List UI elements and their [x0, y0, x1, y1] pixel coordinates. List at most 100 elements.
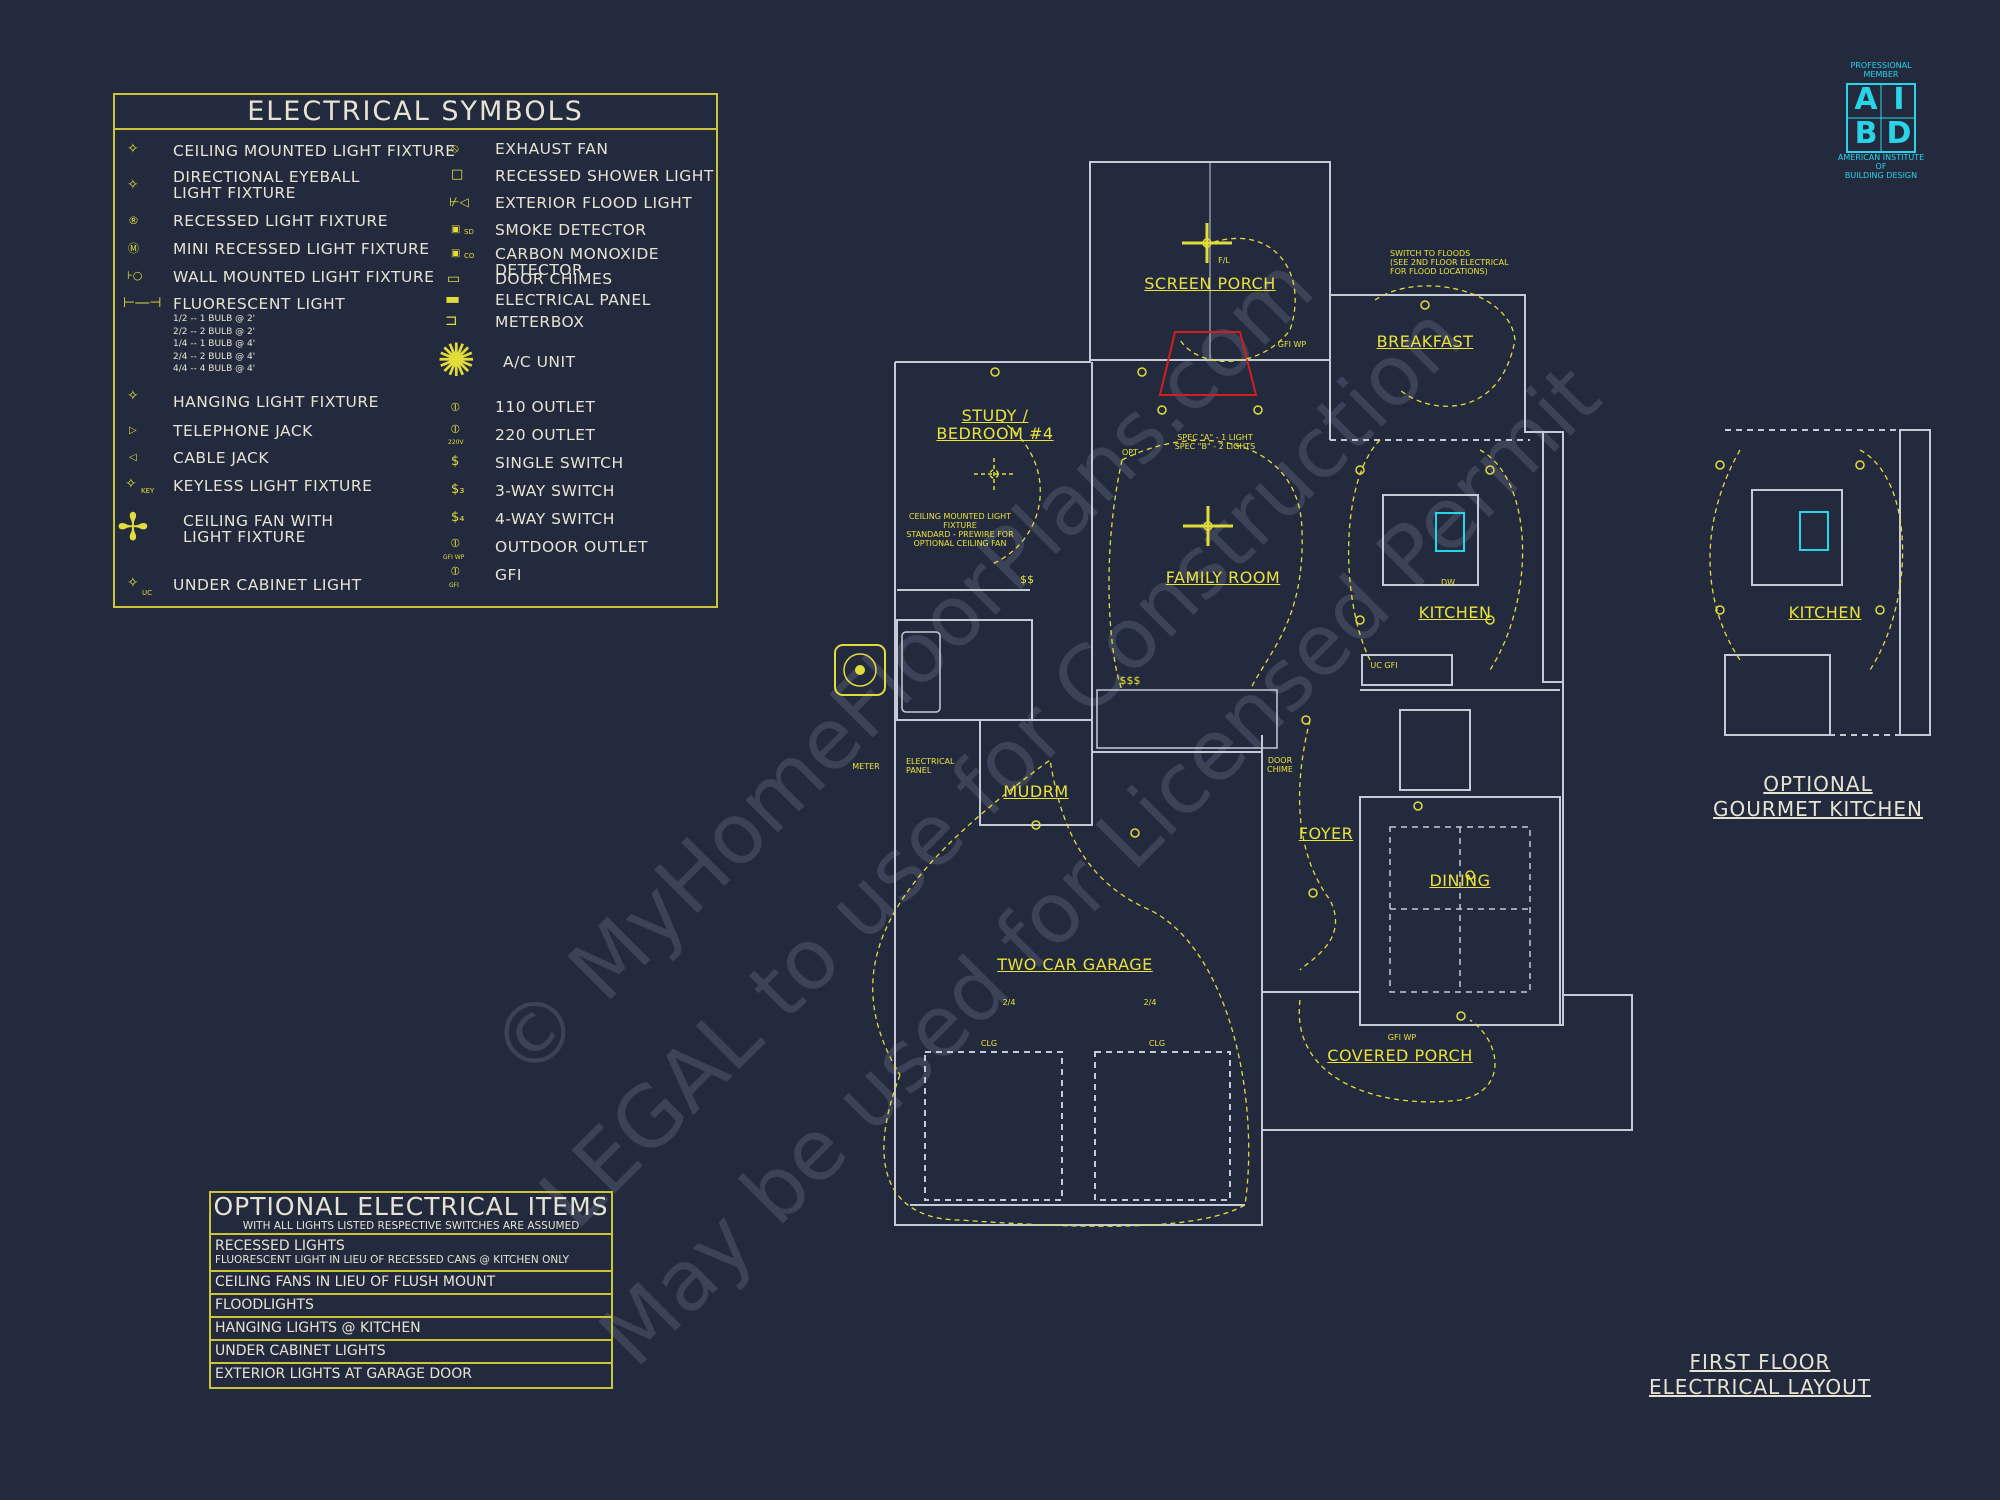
- smoke-sd-tag: SD: [464, 228, 474, 236]
- badge-letter-b: B: [1854, 116, 1878, 151]
- outlet-220-tag: 220V: [448, 439, 464, 446]
- under-cabinet-uc-tag: UC: [142, 589, 153, 597]
- ac-unit-icon: [834, 644, 886, 696]
- four-way-switch-icon: $₄: [451, 510, 465, 525]
- single-switch-icon: $: [451, 454, 460, 469]
- optional-item-label: CEILING FANS IN LIEU OF FLUSH MOUNT: [215, 1274, 496, 1290]
- wire-foyer: [1298, 719, 1337, 971]
- legend-label: 110 OUTLET: [495, 398, 596, 416]
- wall-counter-lower: [1361, 654, 1453, 686]
- light-fixture: [1253, 405, 1263, 415]
- light-fixture: [1355, 615, 1365, 625]
- optional-item-label: UNDER CABINET LIGHTS: [215, 1343, 386, 1359]
- room-label-gourmet-kitchen: KITCHEN: [1788, 603, 1862, 622]
- legend-label: OUTDOOR OUTLET: [495, 538, 648, 556]
- light-fixture: [1456, 1011, 1466, 1021]
- optional-items-subtitle: WITH ALL LIGHTS LISTED RESPECTIVE SWITCH…: [242, 1220, 580, 1232]
- wall-tub: [901, 631, 941, 713]
- outdoor-outlet-icon: ⦶: [451, 536, 460, 550]
- cable-jack-icon: ◁: [129, 452, 137, 463]
- wall-light-icon: ⊦○: [127, 269, 143, 282]
- wall-gourmet-sink: [1799, 511, 1829, 551]
- optional-items-title: OPTIONAL ELECTRICAL ITEMS: [213, 1192, 609, 1221]
- light-fixture: [1301, 715, 1311, 725]
- outlet-110-icon: ⦶: [451, 400, 460, 414]
- wall-gourmet-range: [1724, 654, 1831, 736]
- note-gfi-wp: GFI WP: [1277, 340, 1307, 349]
- light-fixture: [1308, 888, 1318, 898]
- note-fl: F/L: [1218, 256, 1230, 265]
- wall-covered-porch: [1261, 994, 1633, 1131]
- wire-screen-porch: [1179, 237, 1296, 363]
- legend-label: SMOKE DETECTOR: [495, 221, 647, 239]
- optional-item-row: HANGING LIGHTS @ KITCHEN: [211, 1318, 611, 1341]
- legend-label: METERBOX: [495, 313, 585, 331]
- gourmet-kitchen-caption: OPTIONAL GOURMET KITCHEN: [1708, 772, 1928, 822]
- optional-item-note: FLUORESCENT LIGHT IN LIEU OF RECESSED CA…: [215, 1254, 570, 1266]
- light-fixture: [1031, 820, 1041, 830]
- three-way-switch-icon: $₃: [451, 482, 465, 497]
- note-switch: $$: [1020, 573, 1034, 586]
- room-label-garage: TWO CAR GARAGE: [997, 955, 1153, 974]
- legend-label: CEILING MOUNTED LIGHT FIXTURE: [173, 142, 456, 160]
- optional-item-row: CEILING FANS IN LIEU OF FLUSH MOUNT: [211, 1272, 611, 1295]
- gfi-icon: ⦶: [451, 564, 460, 578]
- note-switch: $$$: [1119, 674, 1141, 687]
- optional-item-row: RECESSED LIGHTS FLUORESCENT LIGHT IN LIE…: [211, 1235, 611, 1272]
- note-spec: SPEC "A" - 1 LIGHT SPEC "B" - 2 LIGHTS: [1174, 433, 1256, 451]
- keyless-light-icon: ✧: [125, 476, 137, 492]
- wire-family-room: [1108, 439, 1303, 691]
- light-fixture: [1130, 828, 1140, 838]
- light-fixture: [1715, 460, 1725, 470]
- light-fixture: [1420, 300, 1430, 310]
- wire-study: [989, 419, 1041, 566]
- note-size: 2/4: [1143, 998, 1157, 1007]
- light-fixture: [1485, 465, 1495, 475]
- electrical-symbols-legend: ELECTRICAL SYMBOLS ✧ CEILING MOUNTED LIG…: [113, 93, 718, 608]
- light-fixture: [1855, 460, 1865, 470]
- flood-light-icon: ⊬◁: [449, 195, 469, 209]
- light-fixture: [1715, 605, 1725, 615]
- co-detector-icon: ▣: [451, 248, 461, 259]
- ceiling-fan-icon: [974, 458, 1014, 490]
- eyeball-light-icon: ✧: [127, 177, 139, 193]
- light-fixture: [1485, 615, 1495, 625]
- legend-label: GFI: [495, 566, 522, 584]
- light-fixture: [1413, 801, 1423, 811]
- light-fixture: [1875, 605, 1885, 615]
- legend-label: UNDER CABINET LIGHT: [173, 576, 362, 594]
- optional-item-label: EXTERIOR LIGHTS AT GARAGE DOOR: [215, 1366, 472, 1382]
- under-cabinet-light-icon: ✧: [127, 575, 139, 591]
- walls: [894, 161, 1931, 1226]
- room-label-screen-porch: SCREEN PORCH: [1144, 274, 1276, 293]
- ac-unit-icon: ✺: [437, 333, 476, 387]
- badge-letter-a: A: [1854, 82, 1878, 117]
- wall-gourmet-island: [1751, 489, 1843, 586]
- legend-label: 220 OUTLET: [495, 426, 596, 444]
- wall-garage-door-right: [1094, 1051, 1231, 1201]
- optional-electrical-items-table: OPTIONAL ELECTRICAL ITEMS WITH ALL LIGHT…: [209, 1191, 613, 1389]
- note-gfi-wp: GFI WP: [1387, 1033, 1417, 1042]
- layout-title-line-2: ELECTRICAL LAYOUT: [1649, 1375, 1871, 1399]
- optional-item-row: EXTERIOR LIGHTS AT GARAGE DOOR: [211, 1364, 611, 1387]
- note-floods: SWITCH TO FLOODS (SEE 2ND FLOOR ELECTRIC…: [1390, 249, 1509, 276]
- badge-bottom-text: AMERICAN INSTITUTE OF BUILDING DESIGN: [1837, 153, 1925, 180]
- wire-porch: [1298, 999, 1496, 1103]
- wire-gourmet: [1709, 449, 1904, 671]
- keyless-key-tag: KEY: [141, 487, 155, 495]
- room-label-breakfast: BREAKFAST: [1376, 332, 1474, 351]
- wiring: [872, 237, 1904, 1227]
- note-dw: DW: [1440, 578, 1456, 587]
- aibd-badge: [1846, 83, 1916, 153]
- hanging-light-icon: ✧: [127, 388, 139, 404]
- meterbox-icon: ⊐: [445, 311, 458, 329]
- legend-label: CABLE JACK: [173, 449, 270, 467]
- wall-garage-door-left: [924, 1051, 1063, 1201]
- room-label-covered-porch: COVERED PORCH: [1327, 1046, 1473, 1065]
- legend-label: KEYLESS LIGHT FIXTURE: [173, 477, 373, 495]
- ceiling-fan-icon: [1182, 223, 1232, 263]
- light-fixture: [1465, 870, 1475, 880]
- legend-label: RECESSED LIGHT FIXTURE: [173, 212, 388, 230]
